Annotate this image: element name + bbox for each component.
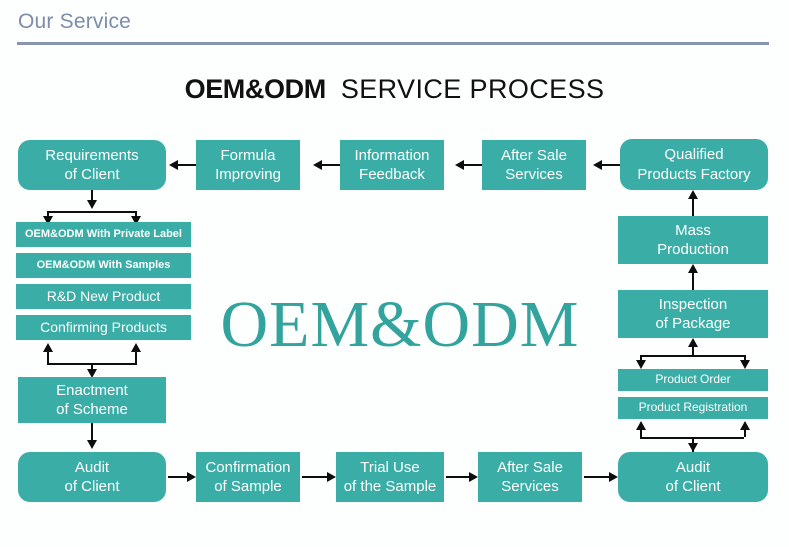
diagram-title-bold: OEM&ODM (184, 74, 327, 104)
connector-line (602, 164, 620, 166)
arrow-up-icon (43, 343, 53, 352)
connector-line (91, 363, 93, 373)
arrow-up-icon (740, 421, 750, 430)
connector-line (692, 196, 694, 216)
connector-line (135, 350, 137, 364)
connector-line (692, 344, 694, 356)
node-label: OEM&ODM With Private Label (25, 228, 182, 241)
diagram-title-light: SERVICE PROCESS (340, 74, 605, 104)
connector-line (168, 476, 187, 478)
arrow-up-icon (636, 421, 646, 430)
header-divider (17, 42, 769, 45)
connector-line (464, 164, 482, 166)
connector-line (640, 355, 744, 357)
node-label: R&D New Product (46, 287, 161, 304)
arrow-left-icon (593, 160, 602, 170)
arrow-down-icon (688, 443, 698, 452)
connector-line (322, 164, 340, 166)
connector-line (640, 355, 642, 362)
node-rd-new-product[interactable]: R&D New Product (16, 284, 191, 309)
arrow-down-icon (131, 216, 141, 225)
arrow-down-icon (87, 440, 97, 449)
arrow-down-icon (87, 369, 97, 378)
connector-line (302, 476, 327, 478)
arrow-left-icon (455, 160, 464, 170)
arrow-left-icon (313, 160, 322, 170)
node-product-registration[interactable]: Product Registration (618, 397, 768, 419)
page-title: Our Service (18, 10, 132, 33)
arrow-right-icon (469, 472, 478, 482)
node-product-order[interactable]: Product Order (618, 369, 768, 391)
connector-line (692, 270, 694, 290)
connector-line (47, 350, 49, 364)
connector-line (640, 427, 642, 437)
connector-line (135, 211, 137, 219)
page-header: Our Service (0, 0, 789, 50)
connector-line (584, 476, 609, 478)
connector-line (47, 211, 137, 213)
arrow-up-icon (688, 338, 698, 347)
node-oem-odm-with-private-label[interactable]: OEM&ODM With Private Label (16, 222, 191, 247)
arrow-up-icon (688, 190, 698, 199)
connector-line (640, 437, 744, 439)
connector-line (446, 476, 469, 478)
arrow-right-icon (609, 472, 618, 482)
connector-line (91, 423, 93, 443)
arrow-down-icon (740, 360, 750, 369)
arrow-right-icon (327, 472, 336, 482)
oem-odm-watermark: OEM&ODM (220, 288, 580, 361)
arrow-down-icon (43, 216, 53, 225)
arrow-left-icon (169, 160, 178, 170)
arrow-up-icon (688, 264, 698, 273)
connector-line (178, 164, 196, 166)
diagram-title: OEM&ODM SERVICE PROCESS (0, 74, 789, 105)
node-oem-odm-with-samples[interactable]: OEM&ODM With Samples (16, 253, 191, 278)
connector-line (744, 427, 746, 437)
node-confirming-products[interactable]: Confirming Products (16, 315, 191, 340)
node-label: Product Registration (638, 400, 748, 415)
connector-line (744, 355, 746, 362)
arrow-down-icon (636, 360, 646, 369)
node-label: Product Order (655, 372, 731, 387)
node-label: OEM&ODM With Samples (36, 259, 171, 272)
arrow-down-icon (87, 200, 97, 209)
node-label: Confirming Products (40, 318, 167, 335)
connector-line (47, 211, 49, 219)
arrow-up-icon (131, 343, 141, 352)
connector-line (91, 190, 93, 202)
arrow-right-icon (187, 472, 196, 482)
